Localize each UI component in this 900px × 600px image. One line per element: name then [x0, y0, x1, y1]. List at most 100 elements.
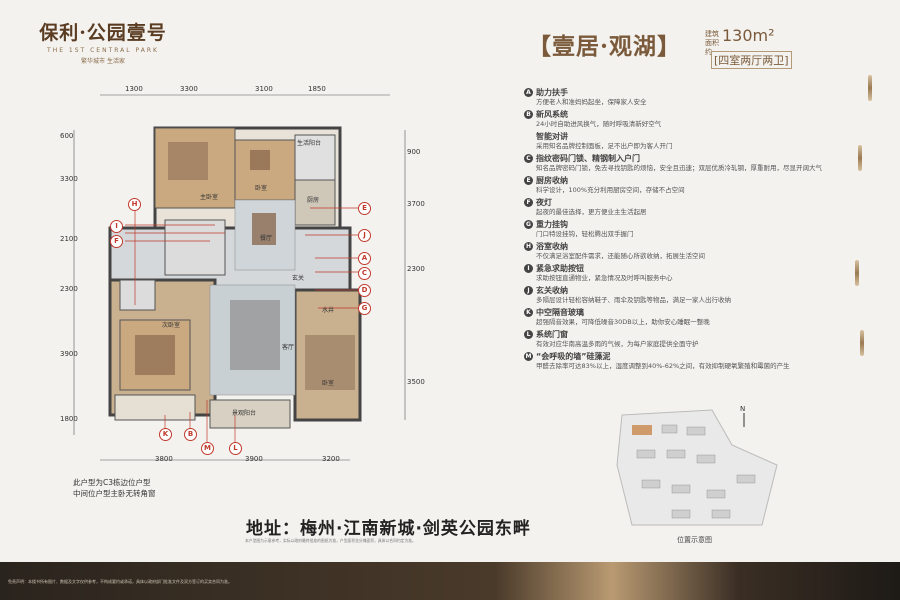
logo-subtitle: THE 1ST CENTRAL PARK: [47, 47, 159, 54]
layout-note: 此户型为C3栋边位户型 中间位户型主卧无转角窗: [73, 477, 203, 499]
feature-letter-badge: E: [524, 176, 533, 185]
disclaimer: 本户型图为示意参考，实际以政府最终批准的图纸为准，户型面积含分摊面积，具体以合同…: [245, 538, 416, 543]
marker-m: M: [201, 442, 214, 455]
feature-title: 指纹密码门锁、精钢制入户门: [536, 154, 640, 163]
feature-desc: 方便老人和准妈妈起坐，保障家人安全: [536, 98, 647, 106]
feature-item: 智能对讲采用知名品牌控制面板，足不出户即为客人开门: [524, 131, 824, 151]
dim-bottom: 3200: [322, 455, 340, 463]
dim-bottom: 3900: [245, 455, 263, 463]
location-map-title: 位置示意图: [677, 536, 712, 544]
room-label: 厨房: [307, 197, 320, 204]
logo-slogan: 繁华城市 生活家: [81, 58, 125, 65]
marker-a: A: [358, 252, 371, 265]
dim-top: 3100: [255, 85, 273, 93]
north-indicator: N: [740, 405, 746, 413]
dim-right: 900: [407, 148, 421, 156]
decor-pin: [868, 75, 872, 101]
footer-text: 免责声明：本楼书所有图片、数据及文字仅供参考，不构成要约或承诺，具体以政府部门批…: [8, 579, 232, 584]
floor-plan-drawing: [73, 94, 406, 461]
feature-letter-badge: F: [524, 198, 533, 207]
feature-letter-badge: L: [524, 330, 533, 339]
feature-title: 玄关收纳: [536, 286, 568, 295]
decor-pin: [855, 260, 859, 286]
decor-pin: [858, 145, 862, 171]
dim-top: 3300: [180, 85, 198, 93]
location-map: N: [612, 405, 782, 530]
room-label: 餐厅: [260, 235, 273, 242]
feature-desc: 不仅满足浴室配件需求，还能随心所欲收纳，拓展生活空间: [536, 252, 705, 260]
room-type-badge: [四室两厅两卫]: [711, 51, 792, 69]
dim-left: 1800: [60, 415, 78, 423]
footer-band: [0, 562, 900, 600]
dim-right: 3500: [407, 378, 425, 386]
room-label: 生活阳台: [297, 140, 322, 147]
feature-desc: 门口特设挂钩，轻松腾出双手握门: [536, 230, 634, 238]
room-label: 玄关: [292, 275, 305, 282]
decor-pin: [860, 330, 864, 356]
dim-right: 2300: [407, 265, 425, 273]
feature-title: 紧急求助按钮: [536, 264, 584, 273]
dim-left: 2100: [60, 235, 78, 243]
area-value: 130m²: [722, 26, 775, 45]
marker-k: K: [159, 428, 172, 441]
logo-title: 保利·公园壹号: [39, 22, 167, 44]
feature-title: 系统门窗: [536, 330, 568, 339]
feature-letter-badge: K: [524, 308, 533, 317]
feature-desc: 甲醛去除率可达83%以上，湿度调整到40%-62%之间，有效抑制硬氧繁殖和霉菌的…: [536, 362, 790, 370]
dim-right: 3700: [407, 200, 425, 208]
room-label: 卧室: [255, 185, 268, 192]
feature-desc: 科学设计，100%充分利用厨房空间，存储不占空间: [536, 186, 685, 194]
brand-logo: 保利·公园壹号 THE 1ST CENTRAL PARK 繁华城市 生活家: [28, 18, 178, 65]
feature-letter-badge: A: [524, 88, 533, 97]
marker-g: G: [358, 302, 371, 315]
marker-e: E: [358, 202, 371, 215]
feature-letter-badge: G: [524, 220, 533, 229]
marker-l: L: [229, 442, 242, 455]
feature-letter-badge: C: [524, 154, 533, 163]
room-label: 景观阳台: [232, 410, 257, 417]
dim-top: 1850: [308, 85, 326, 93]
project-address: 地址：梅州·江南新城·剑英公园东畔: [246, 519, 531, 539]
feature-desc: 采用知名品牌控制面板，足不出户即为客人开门: [536, 142, 673, 150]
note-line: 中间位户型主卧无转角窗: [73, 489, 156, 498]
feature-title: 智能对讲: [536, 132, 568, 141]
marker-f: F: [110, 235, 123, 248]
dim-bottom: 3800: [155, 455, 173, 463]
feature-title: 浴室收纳: [536, 242, 568, 251]
marker-b: B: [184, 428, 197, 441]
feature-desc: 起夜的最佳选择，更方便业主生活起居: [536, 208, 647, 216]
area-label: 建筑面积约: [705, 30, 719, 56]
feature-item: M“会呼吸的墙”硅藻泥甲醛去除率可达83%以上，湿度调整到40%-62%之间，有…: [524, 351, 824, 371]
room-label: 卧室: [322, 380, 335, 387]
note-line: 此户型为C3栋边位户型: [73, 478, 151, 487]
feature-desc: 超强隔音效果，可降低噪音30DB以上，助你安心睡眠一整晚: [536, 318, 710, 326]
location-map-drawing: [616, 409, 778, 526]
feature-letter-badge: H: [524, 242, 533, 251]
room-label: 次卧室: [162, 322, 181, 329]
feature-title: 中空隔音玻璃: [536, 308, 584, 317]
feature-desc: 多隔层设计轻松容纳鞋子、雨伞及钥匙等物品，满足一家人出行收纳: [536, 296, 731, 304]
floor-plan: 1300 3300 3100 1850 3800 3900 3200 600 3…: [60, 80, 480, 470]
feature-title: 助力扶手: [536, 88, 568, 97]
room-label: 水井: [322, 307, 335, 314]
feature-letter-badge: I: [524, 264, 533, 273]
feature-title: 厨房收纳: [536, 176, 568, 185]
feature-title: 重力挂钩: [536, 220, 568, 229]
room-label: 客厅: [282, 344, 295, 351]
dim-left: 3300: [60, 175, 78, 183]
dim-left: 2300: [60, 285, 78, 293]
feature-desc: 知名品牌密码门锁，免去寻找钥匙的烦恼，安全且迅速；双层优质冷轧钢，厚重耐用，尽显…: [536, 164, 822, 172]
feature-letter-badge: J: [524, 286, 533, 295]
feature-desc: 求助按钮直通物业，紧急情况及时呼叫服务中心: [536, 274, 673, 282]
